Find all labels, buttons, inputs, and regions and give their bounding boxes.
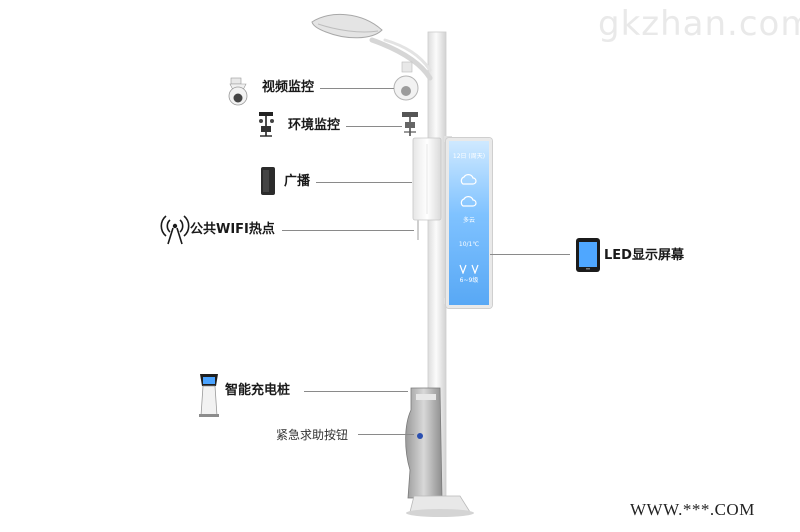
screen-weather: 多云: [462, 217, 475, 224]
cloud-icon: [459, 193, 477, 207]
wind-icon: [457, 259, 481, 275]
label-broadcast: 广播: [284, 174, 311, 189]
label-video-monitoring: 视频监控: [262, 80, 315, 95]
leader-led: [490, 254, 570, 255]
watermark-bottom: WWW.***.COM: [630, 500, 755, 519]
wifi-antenna-icon: [160, 215, 190, 245]
label-smart-charger: 智能充电桩: [225, 383, 291, 398]
pole-sos-unit: [405, 387, 443, 499]
lamp-head: [311, 13, 383, 39]
pole-equipment-box: [412, 137, 442, 240]
screen-temperature: 10/1℃: [458, 241, 480, 248]
pole-env-sensor: [402, 112, 418, 136]
dome-camera-icon: [228, 77, 248, 106]
speaker-icon: [261, 167, 275, 195]
cloud-sun-icon: [459, 171, 477, 185]
tablet-display-icon: [576, 238, 600, 272]
label-led-screen: LED显示屏幕: [604, 248, 684, 263]
pole-base: [406, 495, 474, 517]
leader-sos: [358, 434, 414, 435]
screen-date: 12日 (周天): [452, 153, 486, 160]
leader-environment: [346, 126, 402, 127]
lamp-arm: [369, 37, 433, 81]
watermark-top: gkzhan.com: [598, 4, 800, 44]
led-screen-panel: 12日 (周天) 多云 10/1℃ 6~9级: [446, 138, 492, 308]
leader-charger: [304, 391, 408, 392]
screen-wind: 6~9级: [459, 277, 479, 284]
leader-wifi: [282, 230, 414, 231]
pole-camera: [393, 61, 419, 101]
leader-broadcast: [316, 182, 412, 183]
label-sos-button: 紧急求助按钮: [276, 428, 349, 442]
weather-station-icon: [259, 112, 274, 137]
label-public-wifi: 公共WIFI热点: [190, 222, 275, 237]
leader-video: [320, 88, 394, 89]
charging-kiosk-icon: [199, 374, 219, 417]
label-environment-monitoring: 环境监控: [288, 118, 341, 133]
